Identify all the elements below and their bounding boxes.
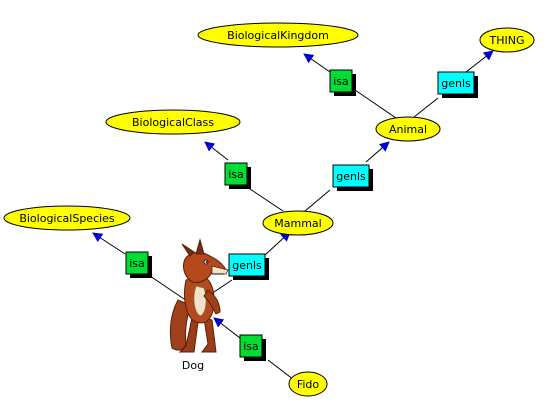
node-label: Dog <box>182 359 204 372</box>
node-thing[interactable]: THING <box>479 27 535 53</box>
edge-dog-isa <box>149 275 191 304</box>
relation-label: genls <box>232 259 262 272</box>
edge-mammal-genls <box>304 189 331 212</box>
edge-genls-animal <box>365 141 390 163</box>
edge-animal-genls <box>413 97 439 118</box>
node-label: Animal <box>389 123 427 136</box>
relation-label: genls <box>336 170 366 183</box>
edge-isa-species <box>92 232 126 255</box>
relation-label: isa <box>228 168 244 181</box>
edge-isa-dog <box>213 317 241 339</box>
node-biological-species[interactable]: BiologicalSpecies <box>3 205 131 231</box>
node-label: BiologicalKingdom <box>227 29 329 42</box>
relation-label: genls <box>441 77 471 90</box>
relation-genls-dog-mammal[interactable]: genls <box>228 253 269 280</box>
node-fido[interactable]: Fido <box>288 371 328 397</box>
edge-isa-kingdom <box>303 53 331 73</box>
node-biological-class[interactable]: BiologicalClass <box>105 109 241 135</box>
node-label: Mammal <box>274 217 321 230</box>
node-animal[interactable]: Animal <box>375 116 441 142</box>
cartoon-dog-icon <box>169 238 229 353</box>
relation-isa-dog-species[interactable]: isa <box>125 251 152 278</box>
node-label: THING <box>489 34 525 47</box>
relation-label: isa <box>333 75 349 88</box>
node-dog[interactable]: Dog <box>169 238 229 372</box>
node-mammal[interactable]: Mammal <box>262 210 334 236</box>
node-label: BiologicalClass <box>132 116 214 129</box>
node-label: BiologicalSpecies <box>19 212 115 225</box>
node-biological-kingdom[interactable]: BiologicalKingdom <box>197 22 359 48</box>
relation-genls-mammal-animal[interactable]: genls <box>332 164 373 191</box>
relation-label: isa <box>129 257 145 270</box>
edge-genls-mammal <box>264 231 291 256</box>
relation-genls-animal-thing[interactable]: genls <box>437 71 478 98</box>
relation-isa-fido-dog[interactable]: isa <box>239 334 266 361</box>
edge-isa-class <box>204 141 229 161</box>
relation-label: isa <box>243 340 259 353</box>
relation-isa-animal-kingdom[interactable]: isa <box>329 69 356 96</box>
node-label: Fido <box>297 378 320 391</box>
relation-isa-mammal-class[interactable]: isa <box>224 162 251 189</box>
edge-animal-isa <box>354 89 397 119</box>
edge-genls-thing <box>465 50 494 73</box>
edge-mammal-isa <box>249 188 284 212</box>
